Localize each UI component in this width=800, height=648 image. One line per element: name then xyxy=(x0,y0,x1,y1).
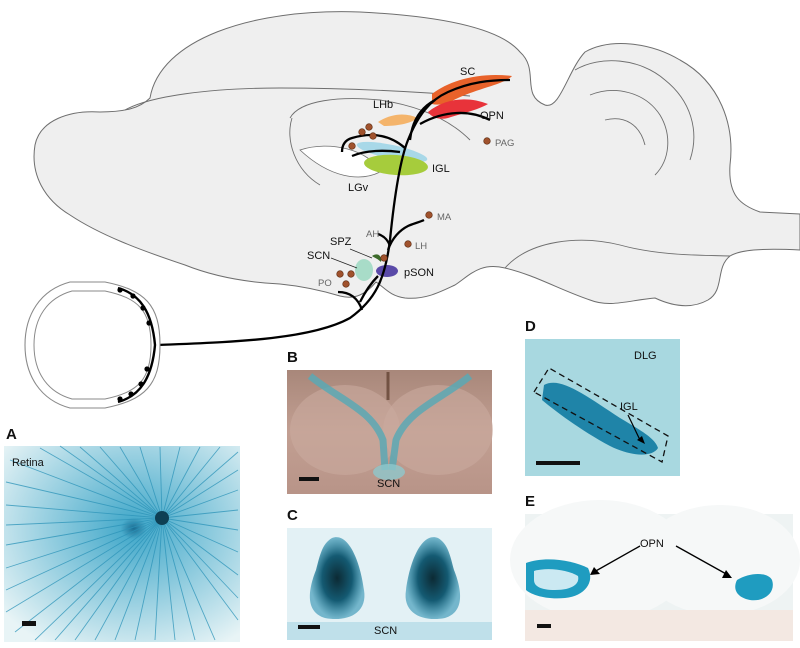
panel-c-label: SCN xyxy=(374,625,397,637)
igl-outline xyxy=(533,367,669,463)
label-scn: SCN xyxy=(307,250,330,262)
label-sc: SC xyxy=(460,66,475,78)
lhb-region xyxy=(378,114,418,126)
label-lgv: LGv xyxy=(348,182,369,194)
label-opn: OPN xyxy=(480,110,504,122)
retina-axons xyxy=(5,445,239,641)
scale-bar-c xyxy=(298,625,320,629)
eye-schematic xyxy=(24,281,161,409)
brain-schematic: SC OPN LHb PAG IGL LGv MA AH LH SPZ SCN … xyxy=(33,11,800,347)
label-pag: PAG xyxy=(495,138,514,149)
spz-region xyxy=(372,254,382,262)
panel-letter-a: A xyxy=(6,426,17,443)
label-lhb: LHb xyxy=(373,99,393,111)
panel-letter-b: B xyxy=(287,349,298,366)
retina-photo xyxy=(4,446,240,642)
panel-letter-d: D xyxy=(525,318,536,335)
sc-region xyxy=(432,74,512,105)
pson-region xyxy=(376,265,398,277)
panel-a: A Retina xyxy=(4,426,240,642)
label-lh: LH xyxy=(415,241,427,252)
label-pson: pSON xyxy=(404,267,434,279)
target-dots xyxy=(336,123,491,288)
label-spz: SPZ xyxy=(330,236,352,248)
label-ma: MA xyxy=(437,212,452,223)
label-ah: AH xyxy=(366,229,379,240)
retinal-ganglion-cells xyxy=(117,287,152,402)
panel-e-label: OPN xyxy=(640,538,664,550)
panel-letter-c: C xyxy=(287,507,298,524)
panel-c: C SCN xyxy=(287,507,492,640)
panel-b: B SCN xyxy=(287,349,493,494)
label-igl: IGL xyxy=(432,163,450,175)
panel-e: E OPN xyxy=(510,493,800,641)
scale-bar-b xyxy=(299,477,319,481)
panel-d-label-region: DLG xyxy=(634,350,657,362)
panel-b-label: SCN xyxy=(377,478,400,490)
scn-region xyxy=(355,259,373,281)
lgv-region xyxy=(364,154,428,176)
scale-bar-d xyxy=(536,461,580,465)
panel-a-label: Retina xyxy=(12,457,45,469)
scale-bar-e xyxy=(537,624,551,628)
optic-tract xyxy=(157,78,511,347)
panel-d: D DLG IGL xyxy=(525,318,680,476)
scale-bar-a xyxy=(22,621,36,626)
panel-d-label-structure: IGL xyxy=(620,401,638,413)
panel-letter-e: E xyxy=(525,493,535,510)
label-po: PO xyxy=(318,278,332,289)
